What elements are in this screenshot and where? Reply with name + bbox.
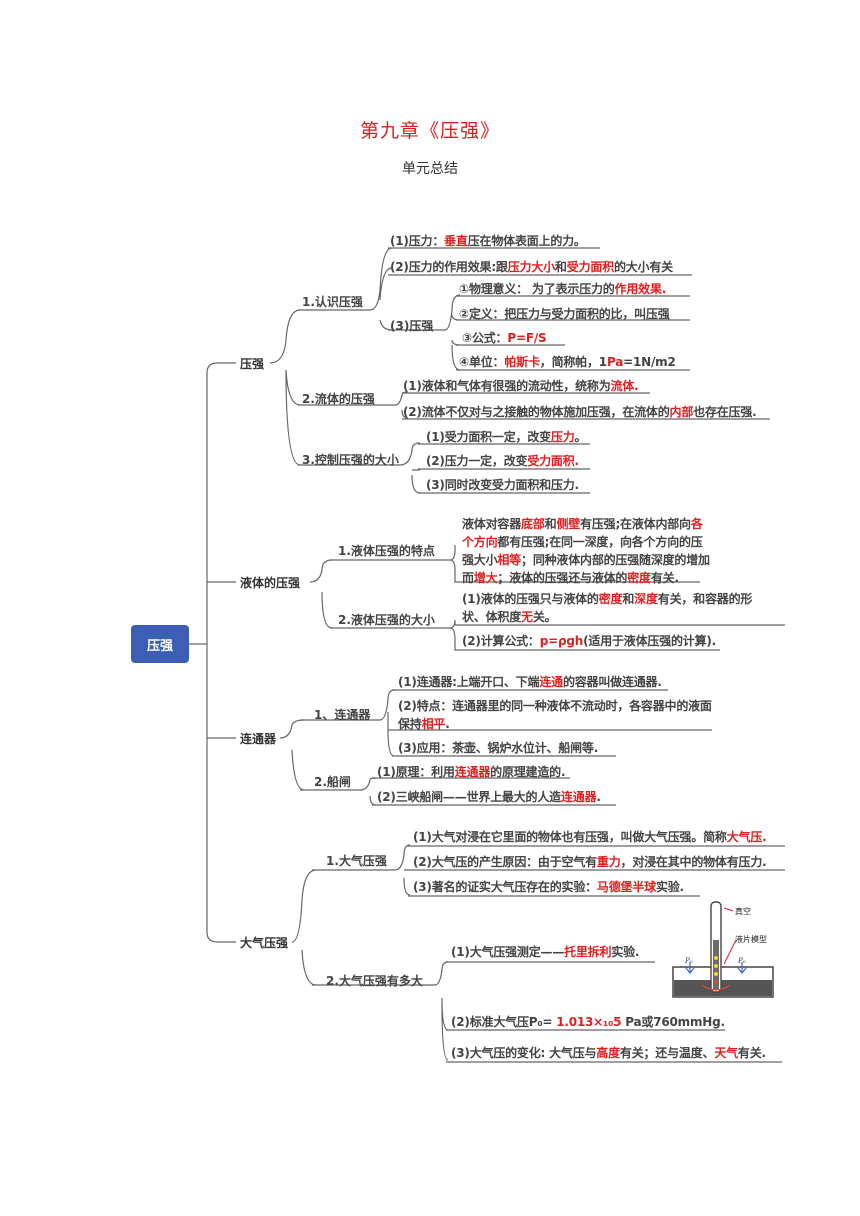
s3-b-line1: (1)原理：利用连通器的原理建造的.	[377, 765, 566, 779]
s4-b-line3: (3)大气压的变化: 大气压与高度有关；还与温度、天气有关.	[451, 1046, 766, 1060]
s1-c-line2: (2)流体不仅对与之接触的物体施加压强，在流体的内部也存在压强.	[403, 405, 757, 419]
document-subtitle: 单元总结	[402, 161, 458, 177]
s1-d-line3: (3)同时改变受力面积和压力.	[426, 478, 579, 492]
branch-liquid-magnitude: 2.液体压强的大小	[338, 613, 435, 627]
document-title: 第九章《压强》	[359, 120, 500, 142]
s4-a-line1: (1)大气对浸在它里面的物体也有压强，叫做大气压强。简称大气压.	[413, 830, 767, 844]
connector-root-spine	[206, 362, 218, 943]
s1-b-line1: ①物理意义： 为了表示压力的作用效果.	[459, 282, 667, 296]
s1-b-line2: ②定义：把压力与受力面积的比，叫压强	[459, 307, 670, 321]
s2-b-paragraph: (1)液体的压强只与液体的密度和深度有关，和容器的形状、体积度无关。	[462, 592, 753, 624]
s1-c-line1: (1)液体和气体有很强的流动性，统称为流体.	[403, 379, 639, 393]
p0-right-label: P₀	[737, 957, 746, 965]
s4-a-line3: (3)著名的证实大气压存在的实验：马德堡半球实验.	[413, 880, 684, 894]
p0-left-label: P₀	[684, 957, 693, 965]
branch-how-big: 2.大气压强有多大	[326, 974, 423, 988]
section-label-connector: 连通器	[240, 732, 277, 746]
branch-pressure-def: (3)压强	[390, 319, 434, 333]
branch-fluid-pressure: 2.流体的压强	[302, 392, 375, 406]
s3-b-line2: (2)三峡船闸——世界上最大的人造连通器.	[377, 790, 601, 804]
branch-liquid-features: 1.液体压强的特点	[338, 544, 435, 558]
s4-b-line2: (2)标准大气压P₀= 1.013×₁₀5 Pa或760mmHg.	[451, 1015, 725, 1029]
s3-a-paragraph: (2)特点：连通器里的同一种液体不流动时，各容器中的液面保持相平.	[398, 699, 712, 731]
s1-a-line2: (2)压力的作用效果:跟压力大小和受力面积的大小有关	[390, 260, 673, 274]
root-node: 压强	[131, 625, 189, 663]
vacuum-label: 真空	[735, 906, 751, 916]
s1-b-line3: ③公式：P=F/S	[462, 331, 547, 345]
branch-connected-vessel: 1、连通器	[314, 708, 371, 722]
section-label-liquid-pressure: 液体的压强	[240, 576, 301, 590]
branch-control-pressure: 3.控制压强的大小	[302, 453, 399, 467]
branch-ship-lock: 2.船闸	[314, 775, 351, 789]
connector-s1-bracket	[269, 309, 301, 466]
s2-b-line2: (2)计算公式：p=ρgh(适用于液体压强的计算).	[462, 634, 717, 648]
s3-a-line1: (1)连通器:上端开口、下端连通的容器叫做连通器.	[398, 675, 662, 689]
s4-b-line1: (1)大气压强测定——托里拆利实验.	[451, 945, 640, 959]
s1-d-line2: (2)压力一定，改变受力面积.	[426, 454, 579, 468]
s1-a-line1: (1)压力：垂直压在物体表面上的力。	[390, 234, 586, 248]
s2-a-paragraph: 液体对容器底部和侧壁有压强;在液体内部向各个方向都有压强;在同一深度，向各个方向…	[462, 517, 710, 585]
section-label-pressure: 压强	[240, 357, 265, 371]
s1-b-line4: ④单位：帕斯卡，简称帕，1Pa=1N/m2	[459, 355, 676, 369]
s4-a-line2: (2)大气压的产生原因：由于空气有重力，对浸在其中的物体有压力.	[413, 855, 767, 869]
sheet-model-label: 液片模型	[735, 934, 767, 944]
s3-a-line3: (3)应用：茶壶、锅炉水位计、船闸等.	[398, 741, 599, 755]
branch-atmospheric-pressure: 1.大气压强	[326, 854, 387, 868]
torricelli-apparatus: 真空 液片模型 P₀ P₀	[672, 901, 774, 998]
s1-d-line1: (1)受力面积一定，改变压力。	[426, 430, 587, 444]
branch-know-pressure: 1.认识压强	[302, 295, 363, 309]
section-label-atmosphere: 大气压强	[240, 936, 289, 950]
